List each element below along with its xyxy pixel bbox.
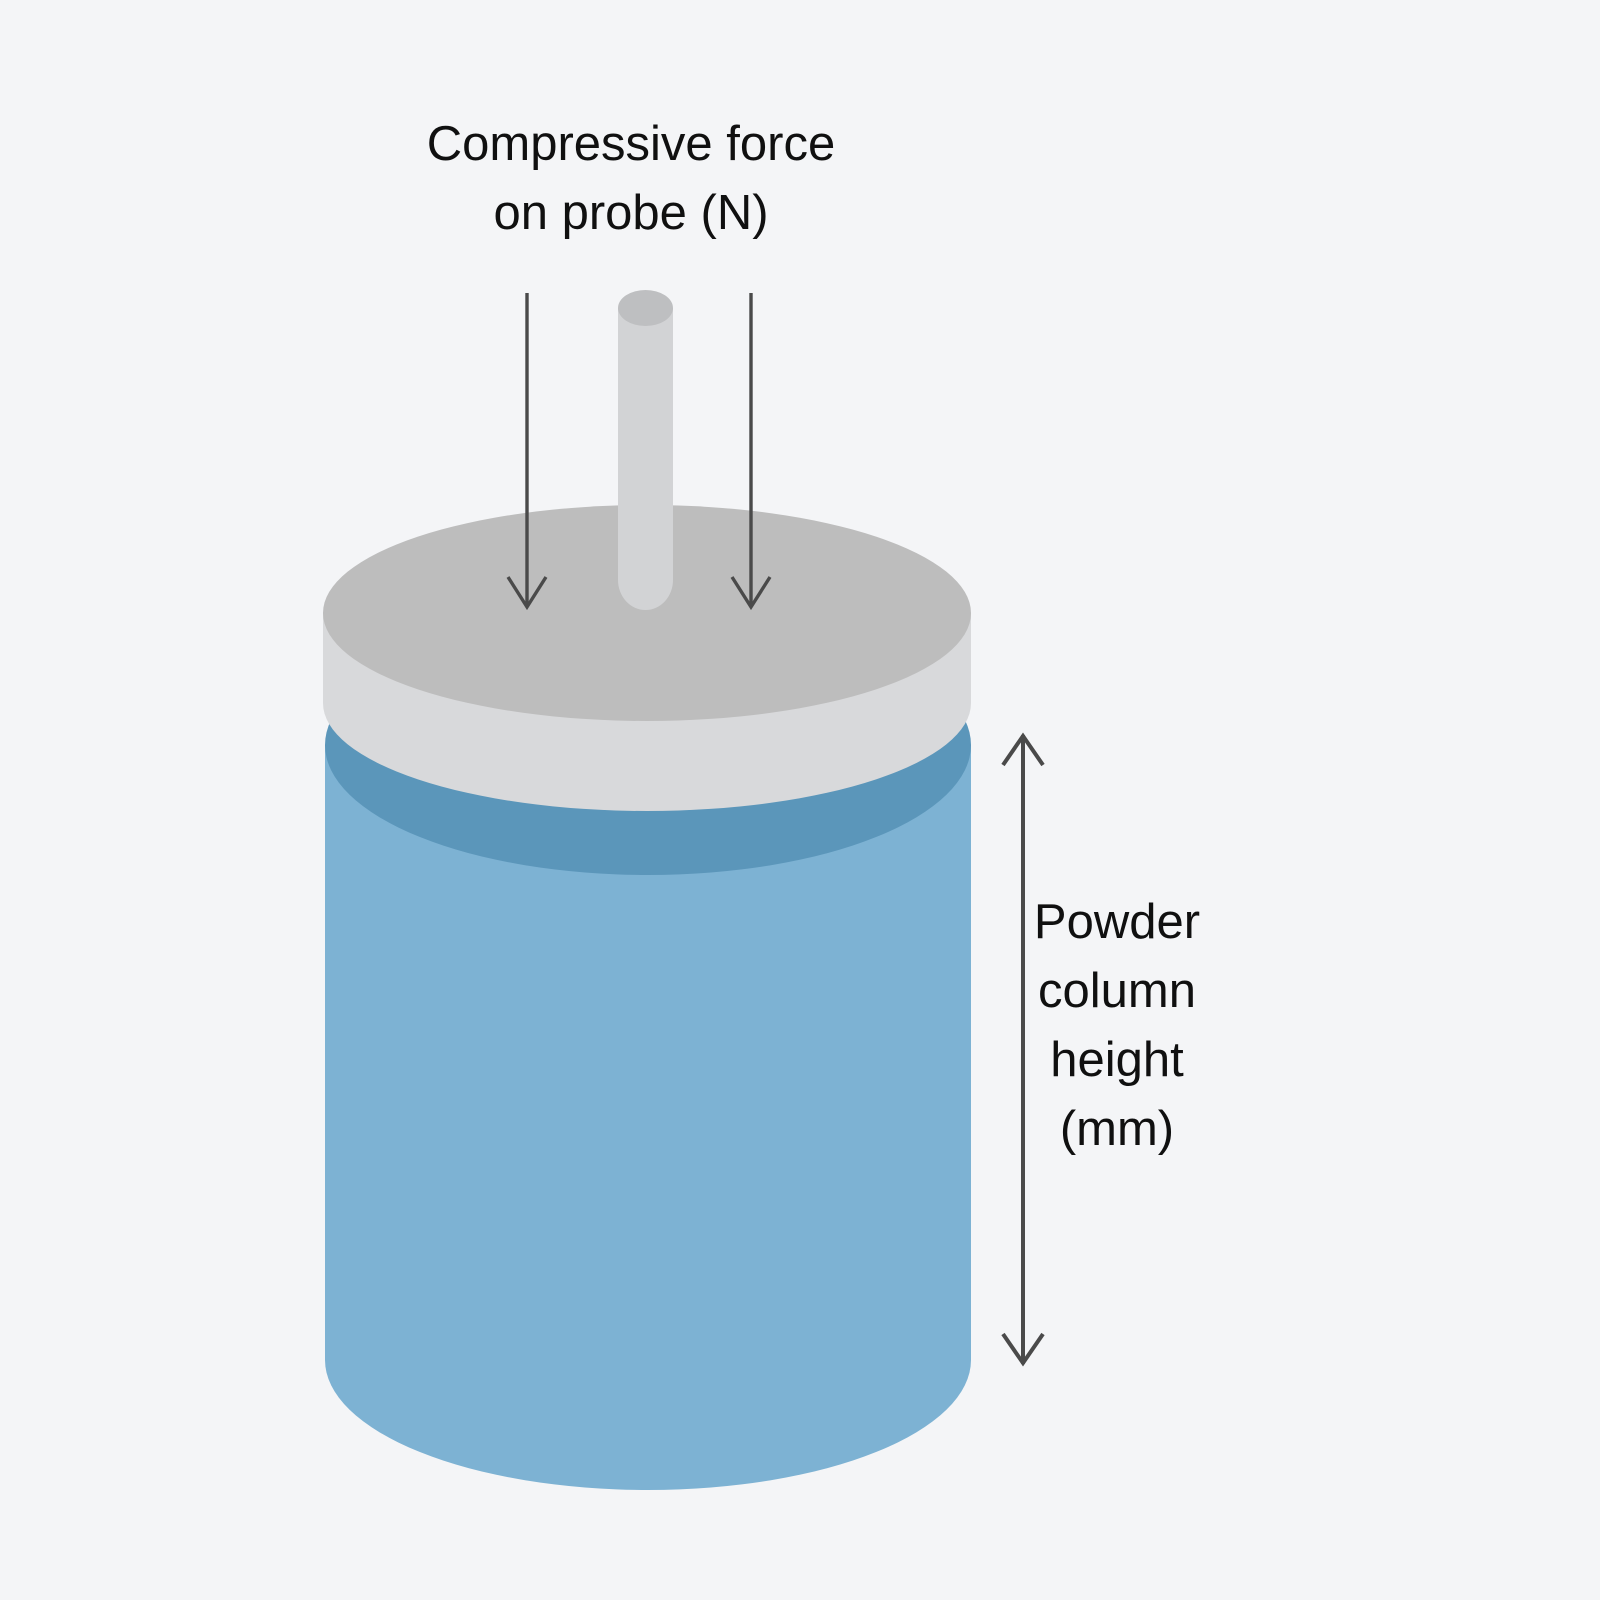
powder-height-dimension-arrow <box>1001 732 1045 1367</box>
powder-column-height-label-line2: column <box>1038 964 1196 1018</box>
force-arrow-left <box>506 293 548 611</box>
probe-rod-body <box>618 308 673 610</box>
compressive-force-label-line1: Compressive force <box>427 117 835 171</box>
compression-disc-top <box>323 505 971 721</box>
force-arrows-group <box>506 293 772 611</box>
powder-column-height-label-line3: height <box>1050 1033 1184 1087</box>
probe-rod-cap <box>618 290 673 326</box>
dimension-arrow-head-bottom <box>1001 1332 1045 1367</box>
force-arrow-left-head <box>506 576 548 611</box>
dimension-arrow-head-top <box>1001 732 1045 767</box>
powder-column-height-label-line1: Powder <box>1034 895 1200 949</box>
force-arrow-right <box>730 293 772 611</box>
force-arrow-right-head <box>730 576 772 611</box>
powder-column-height-label-line4: (mm) <box>1060 1102 1174 1156</box>
powder-cylinder-body <box>325 745 971 1490</box>
compressive-force-label-line2: on probe (N) <box>493 186 768 240</box>
compression-disc <box>323 505 971 811</box>
probe-rod <box>618 290 673 610</box>
